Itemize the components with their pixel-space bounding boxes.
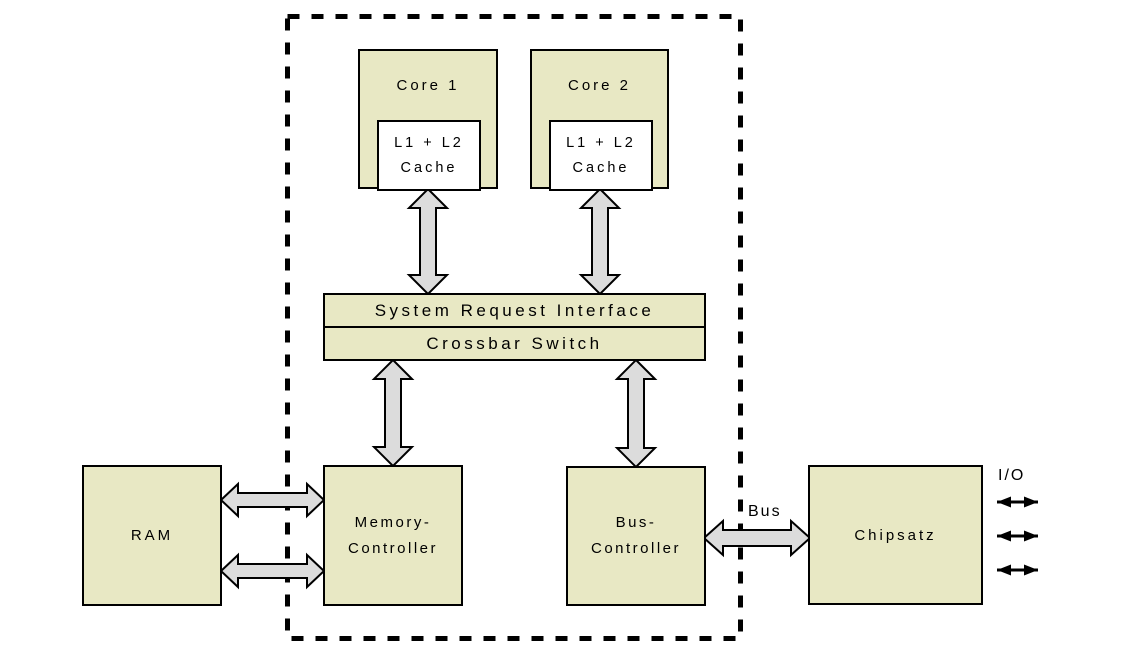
memory-controller-line1: Memory- <box>354 513 432 531</box>
cpu-package-dashed-boundary <box>285 14 743 641</box>
cache2-line1: L1 + L2 <box>566 134 636 151</box>
node-ram: RAM <box>82 465 222 606</box>
node-system-request-interface: System Request Interface <box>323 293 706 329</box>
memory-controller-line2: Controller <box>347 539 439 557</box>
bus-controller-line2: Controller <box>590 540 682 557</box>
arrow-ram-memory-controller-upper <box>219 481 326 519</box>
ram-label: RAM <box>130 527 174 544</box>
arrow-cache1-sri <box>406 187 450 296</box>
cache1-line2: Cache <box>400 159 458 176</box>
node-crossbar-switch: Crossbar Switch <box>323 326 706 361</box>
node-cache2: L1 + L2 Cache <box>549 120 653 191</box>
node-memory-controller: Memory- Controller <box>323 465 463 606</box>
arrow-crossbar-memory-controller <box>371 358 415 468</box>
cache2-line2: Cache <box>572 159 630 176</box>
core1-label: Core 1 <box>396 77 460 94</box>
bus-label: Bus <box>748 503 782 520</box>
system-request-interface-label: System Request Interface <box>374 301 655 320</box>
io-label: I/O <box>998 467 1026 484</box>
node-bus-controller: Bus- Controller <box>566 466 706 606</box>
core2-label: Core 2 <box>567 77 632 94</box>
chipsatz-label: Chipsatz <box>854 526 937 544</box>
arrow-cache2-sri <box>578 187 622 296</box>
arrow-crossbar-bus-controller <box>614 358 658 469</box>
cache1-line1: L1 + L2 <box>394 134 464 151</box>
node-cache1: L1 + L2 Cache <box>377 120 481 191</box>
arrow-ram-memory-controller-lower <box>219 552 326 590</box>
arrow-bus-controller-chipsatz <box>702 518 812 558</box>
crossbar-switch-label: Crossbar Switch <box>426 333 603 353</box>
bus-controller-line1: Bus- <box>615 514 657 531</box>
node-chipsatz: Chipsatz <box>808 465 983 605</box>
